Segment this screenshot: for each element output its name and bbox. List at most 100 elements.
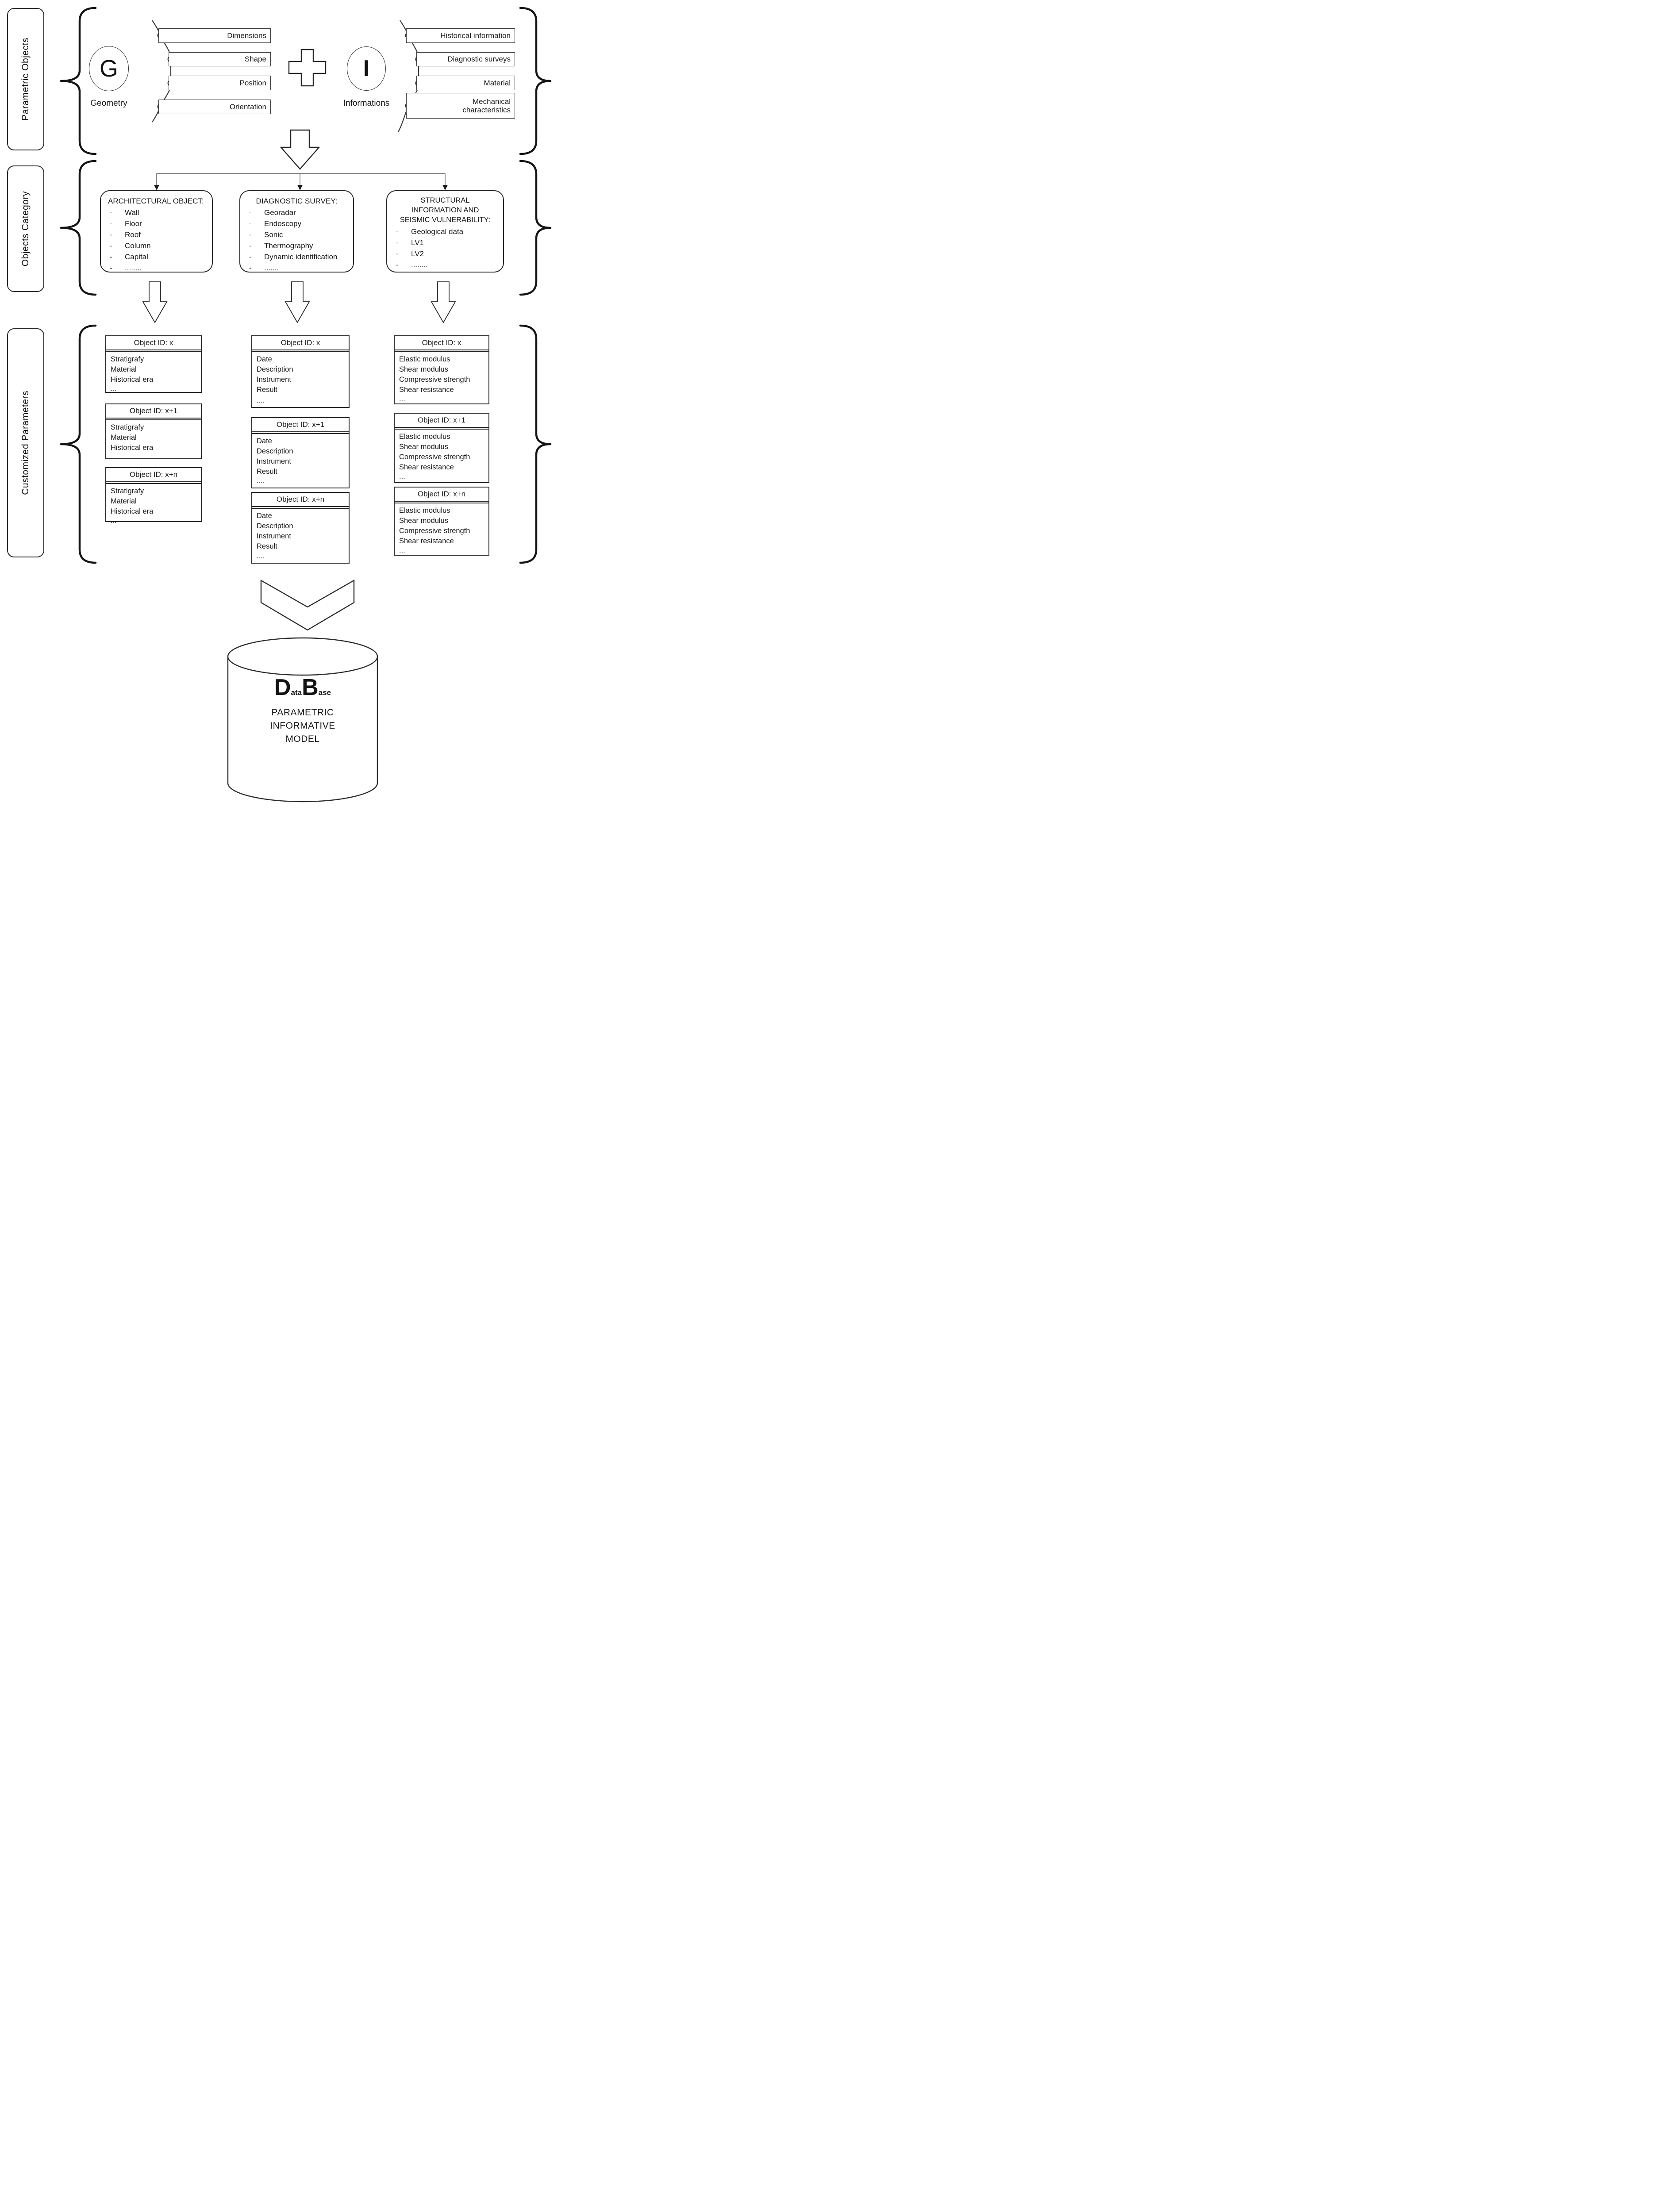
category-item: Column: [125, 242, 151, 250]
dash-bullet: -: [110, 230, 112, 239]
database-label: DataBase PARAMETRIC INFORMATIVE MODEL: [236, 675, 369, 746]
table-row-ellipsis: ...: [111, 453, 117, 461]
table-row: Description: [257, 365, 293, 373]
table-row: Elastic modulus: [399, 507, 450, 515]
bar-diagnostic-surveys: Diagnostic surveys: [416, 52, 515, 66]
table-row: Description: [257, 447, 293, 455]
param-table-diagnostic-x1: Object ID: x+1 Date Description Instrume…: [251, 417, 350, 488]
brace-right-customized-parameters: [519, 324, 552, 564]
list-item: - Column: [107, 240, 206, 251]
category-item: Thermography: [264, 242, 313, 250]
category-item: Dynamic identification: [264, 253, 338, 261]
list-item: - Geological data: [393, 226, 497, 237]
param-table-diagnostic-xn: Object ID: x+n Date Description Instrume…: [251, 492, 350, 564]
table-header: Object ID: x: [395, 336, 488, 350]
table-row: Stratigrafy: [111, 355, 144, 363]
dash-bullet: -: [110, 242, 112, 250]
table-row: Stratigrafy: [111, 423, 144, 431]
param-table-architectural-x: Object ID: x Stratigrafy Material Histor…: [105, 335, 202, 393]
table-row: Result: [257, 542, 277, 550]
table-row-ellipsis: ....: [257, 477, 265, 485]
category-item: Sonic: [264, 230, 283, 239]
table-row: Material: [111, 497, 137, 505]
bar-material: Material: [416, 76, 515, 90]
category-item: Endoscopy: [264, 219, 302, 228]
bar-label: Material: [484, 78, 511, 87]
cylinder-top: [227, 637, 378, 676]
category-item: Roof: [125, 230, 141, 239]
table-header: Object ID: x: [106, 336, 201, 350]
table-row-ellipsis: ...: [399, 546, 405, 554]
table-row: Date: [257, 437, 272, 445]
splitter-arrowhead: [297, 185, 303, 190]
list-item: -........: [107, 262, 206, 273]
list-item: -Wall: [107, 207, 206, 218]
table-row: Stratigrafy: [111, 487, 144, 495]
db-ata: ata: [291, 688, 302, 697]
brace-right-objects-category: [519, 160, 552, 296]
db-ase: ase: [318, 688, 331, 697]
table-row: Elastic modulus: [399, 433, 450, 441]
table-row: Shear resistance: [399, 386, 454, 394]
table-header: Object ID: x: [252, 336, 349, 350]
geometry-caption: Geometry: [90, 99, 127, 108]
table-body: Date Description Instrument Result ....: [252, 433, 349, 488]
category-item: ........: [125, 264, 142, 273]
list-item: - LV2: [393, 248, 497, 259]
param-table-structural-xn: Object ID: x+n Elastic modulus Shear mod…: [394, 487, 489, 556]
table-body: Elastic modulus Shear modulus Compressiv…: [395, 429, 488, 483]
category-box-architectural: ARCHITECTURAL OBJECT: -Wall -Floor -Roof…: [100, 190, 213, 273]
category-box-structural: STRUCTURAL INFORMATION AND SEISMIC VULNE…: [386, 190, 504, 273]
dash-bullet: -: [249, 253, 252, 261]
brace-left-parametric-objects: [60, 7, 97, 155]
category-item: LV1: [411, 238, 424, 247]
informations-caption: Informations: [343, 99, 390, 108]
table-row: Result: [257, 386, 277, 394]
dash-bullet: -: [110, 253, 112, 261]
table-row: Historical era: [111, 376, 154, 384]
table-row: Shear modulus: [399, 365, 448, 373]
table-body: Elastic modulus Shear modulus Compressiv…: [395, 351, 488, 406]
bar-label: Mechanical characteristics: [462, 97, 511, 114]
database-name: DataBase: [274, 675, 331, 706]
geometry-circle: G: [89, 46, 129, 91]
informations-circle: I: [347, 46, 386, 91]
table-row: Material: [111, 365, 137, 373]
table-row: Shear modulus: [399, 517, 448, 525]
brace-left-objects-category: [60, 160, 97, 296]
chevron-down-icon: [260, 579, 355, 631]
table-header: Object ID: x+1: [106, 404, 201, 419]
category-item: ........: [411, 261, 428, 269]
category-item: LV2: [411, 250, 424, 258]
table-row: Shear resistance: [399, 463, 454, 471]
param-table-architectural-xn: Object ID: x+n Stratigrafy Material Hist…: [105, 467, 202, 525]
table-row: Description: [257, 522, 293, 530]
list-item: -.......: [246, 262, 347, 273]
list-item: -Thermography: [246, 240, 347, 251]
list-item: -Georadar: [246, 207, 347, 218]
dash-bullet: -: [110, 208, 112, 217]
down-arrow-diagnostic: [284, 281, 310, 323]
table-row: Date: [257, 512, 272, 520]
table-row-ellipsis: ...: [399, 395, 405, 403]
down-arrow-main: [280, 129, 320, 170]
bar-position: Position: [169, 76, 271, 90]
category-item: Geological data: [411, 227, 464, 236]
table-row: Historical era: [111, 444, 154, 452]
brace-left-customized-parameters: [60, 324, 97, 564]
category-item: Georadar: [264, 208, 296, 217]
db-letter-d: D: [274, 675, 291, 700]
category-title: ARCHITECTURAL OBJECT:: [108, 197, 204, 205]
bar-label: Historical information: [440, 31, 511, 40]
dash-bullet: -: [396, 227, 399, 236]
table-row: Compressive strength: [399, 453, 470, 461]
dash-bullet: -: [396, 250, 399, 258]
category-title: STRUCTURAL INFORMATION AND SEISMIC VULNE…: [400, 196, 491, 224]
dash-bullet: -: [110, 264, 112, 273]
category-box-diagnostic: DIAGNOSTIC SURVEY: -Georadar -Endoscopy …: [239, 190, 354, 273]
bar-label: Position: [239, 78, 266, 87]
category-item: .......: [264, 264, 279, 273]
category-title: DIAGNOSTIC SURVEY:: [256, 197, 338, 205]
table-body: Stratigrafy Material Historical era ...: [106, 483, 201, 527]
bar-dimensions: Dimensions: [158, 28, 271, 43]
